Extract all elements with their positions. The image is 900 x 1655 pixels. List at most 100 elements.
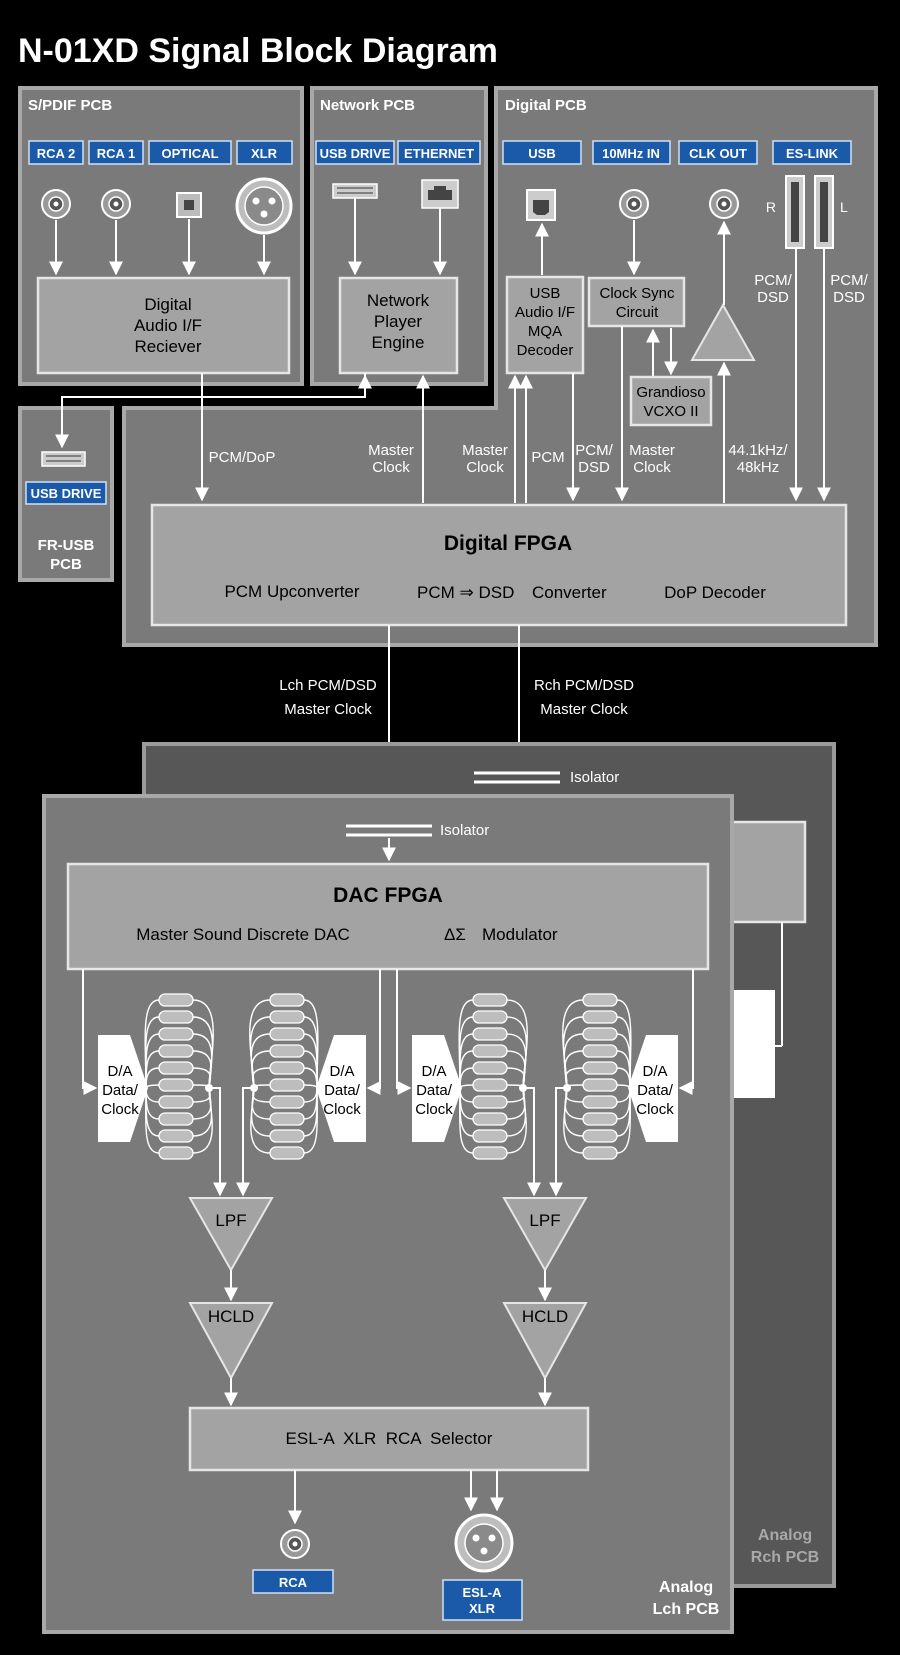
- discrete-dac-stack: [249, 993, 319, 1160]
- dac-element: [582, 1044, 618, 1058]
- analog-lch-pcb: Isolator DAC FPGA Master Sound Discrete …: [42, 794, 734, 1634]
- dac-element: [582, 1095, 618, 1109]
- xlr-output-jack-icon: [454, 1513, 514, 1573]
- dac-element: [158, 1044, 194, 1058]
- dac-element-wire: [616, 1087, 632, 1154]
- dac-element: [158, 1095, 194, 1109]
- fr-usb-label-2: PCB: [50, 556, 82, 573]
- lch-label-2: Lch PCB: [653, 1601, 720, 1618]
- dac-fpga: [66, 862, 710, 971]
- usb-b-port-icon: [526, 189, 556, 221]
- port-optical: [148, 140, 232, 165]
- svg-text:LPF: LPF: [529, 1211, 560, 1230]
- usb-dec-line2: Audio I/F: [515, 304, 575, 321]
- rch-da-block-stub: [732, 990, 775, 1098]
- network-player-engine: [338, 276, 459, 375]
- dac-element-wire: [459, 1084, 474, 1089]
- dac-element-wire: [145, 1084, 160, 1089]
- digital-pcb-label: Digital PCB: [505, 97, 587, 114]
- svg-text:D/A: D/A: [107, 1063, 132, 1080]
- dac-element: [472, 1095, 508, 1109]
- dac-element: [158, 1078, 194, 1092]
- svg-text:HCLD: HCLD: [208, 1307, 254, 1326]
- port-10mhz-in: [592, 140, 671, 165]
- signal-master-clock-3b: Clock: [633, 459, 671, 476]
- port-clk-out: [678, 140, 758, 165]
- receiver-line1: Digital: [144, 295, 191, 314]
- engine-line3: Engine: [372, 333, 425, 352]
- signal-master-clock-3a: Master: [629, 442, 675, 459]
- dac-element-wire: [303, 1084, 318, 1089]
- rca-output-jack-icon: [280, 1529, 310, 1559]
- signal-pcm-dop: PCM/DoP: [209, 449, 276, 466]
- dac-element: [472, 993, 508, 1007]
- port-ethernet: [397, 140, 481, 165]
- dac-element-wire: [250, 1087, 271, 1154]
- svg-text:Clock: Clock: [101, 1101, 139, 1118]
- usb-dec-line4: Decoder: [517, 342, 574, 359]
- dac-element: [158, 1129, 194, 1143]
- lpf-triangle: LPF: [188, 1197, 274, 1273]
- port-es-link-label: ES-LINK: [786, 146, 839, 161]
- dac-element: [269, 1061, 305, 1075]
- port-10mhz-label: 10MHz IN: [602, 146, 660, 161]
- signal-freq-a: 44.1kHz/: [728, 442, 788, 459]
- receiver-line2: Audio I/F: [134, 316, 202, 335]
- rca-jack-icon: [101, 189, 131, 219]
- port-ethernet-label: ETHERNET: [404, 146, 474, 161]
- dac-element: [472, 1044, 508, 1058]
- dac-element: [582, 1027, 618, 1041]
- dac-fn-delta-sigma: ΔΣ: [444, 925, 466, 944]
- usb-drive-slot-icon: [41, 451, 86, 467]
- dac-element: [472, 1027, 508, 1041]
- rch-dac-fpga-stub: [728, 820, 807, 924]
- network-pcb-label: Network PCB: [320, 97, 415, 114]
- dac-element: [472, 1078, 508, 1092]
- clock-sync-line1: Clock Sync: [599, 285, 675, 302]
- signal-wires: [55, 248, 831, 503]
- svg-text:Data/: Data/: [416, 1082, 453, 1099]
- lch-label-1: Analog: [659, 1579, 713, 1596]
- optical-jack-icon: [176, 192, 202, 218]
- svg-text:D/A: D/A: [642, 1063, 667, 1080]
- dac-element: [269, 993, 305, 1007]
- dac-element: [269, 1095, 305, 1109]
- fpga-fn-dop: DoP Decoder: [664, 583, 766, 602]
- output-xlr-label-2: XLR: [469, 1601, 496, 1616]
- pcm-dsd-r-1: PCM/: [754, 272, 792, 289]
- da-block: D/A Data/ Clock: [412, 1035, 462, 1142]
- hcld-triangle: HCLD: [502, 1302, 588, 1381]
- vcxo-line1: Grandioso: [636, 384, 705, 401]
- usb-mqa-decoder: [505, 275, 585, 375]
- port-usb: [502, 140, 582, 165]
- signal-freq-b: 48kHz: [737, 459, 780, 476]
- grandioso-vcxo: [629, 375, 713, 427]
- dac-element: [269, 1027, 305, 1041]
- pcm-dsd-l-1: PCM/: [830, 272, 868, 289]
- fpga-fn-converter: Converter: [532, 583, 607, 602]
- dac-element: [582, 1061, 618, 1075]
- xlr-jack-icon: [235, 177, 293, 235]
- dac-element: [582, 993, 618, 1007]
- engine-line1: Network: [367, 291, 430, 310]
- dac-element-wire: [563, 1087, 584, 1154]
- signal-pcm: PCM: [531, 449, 564, 466]
- dac-element-wire: [459, 1067, 474, 1089]
- dac-element: [158, 1146, 194, 1160]
- output-rca-label: RCA: [279, 1575, 308, 1590]
- ethernet-port-icon: [421, 179, 459, 209]
- svg-text:Clock: Clock: [415, 1101, 453, 1118]
- svg-text:Clock: Clock: [636, 1101, 674, 1118]
- port-rca2: [28, 140, 84, 165]
- dac-element: [158, 1010, 194, 1024]
- network-pcb: Network PCB USB DRIVE ETHERNET Network P…: [310, 86, 488, 386]
- dac-fn-discrete: Master Sound Discrete DAC: [136, 925, 350, 944]
- svg-text:Clock: Clock: [323, 1101, 361, 1118]
- dac-element-wire: [192, 1087, 213, 1154]
- signal-master-clock-1a: Master: [368, 442, 414, 459]
- dac-element: [158, 993, 194, 1007]
- port-es-link: [772, 140, 852, 165]
- dac-element: [269, 1112, 305, 1126]
- port-optical-label: OPTICAL: [161, 146, 218, 161]
